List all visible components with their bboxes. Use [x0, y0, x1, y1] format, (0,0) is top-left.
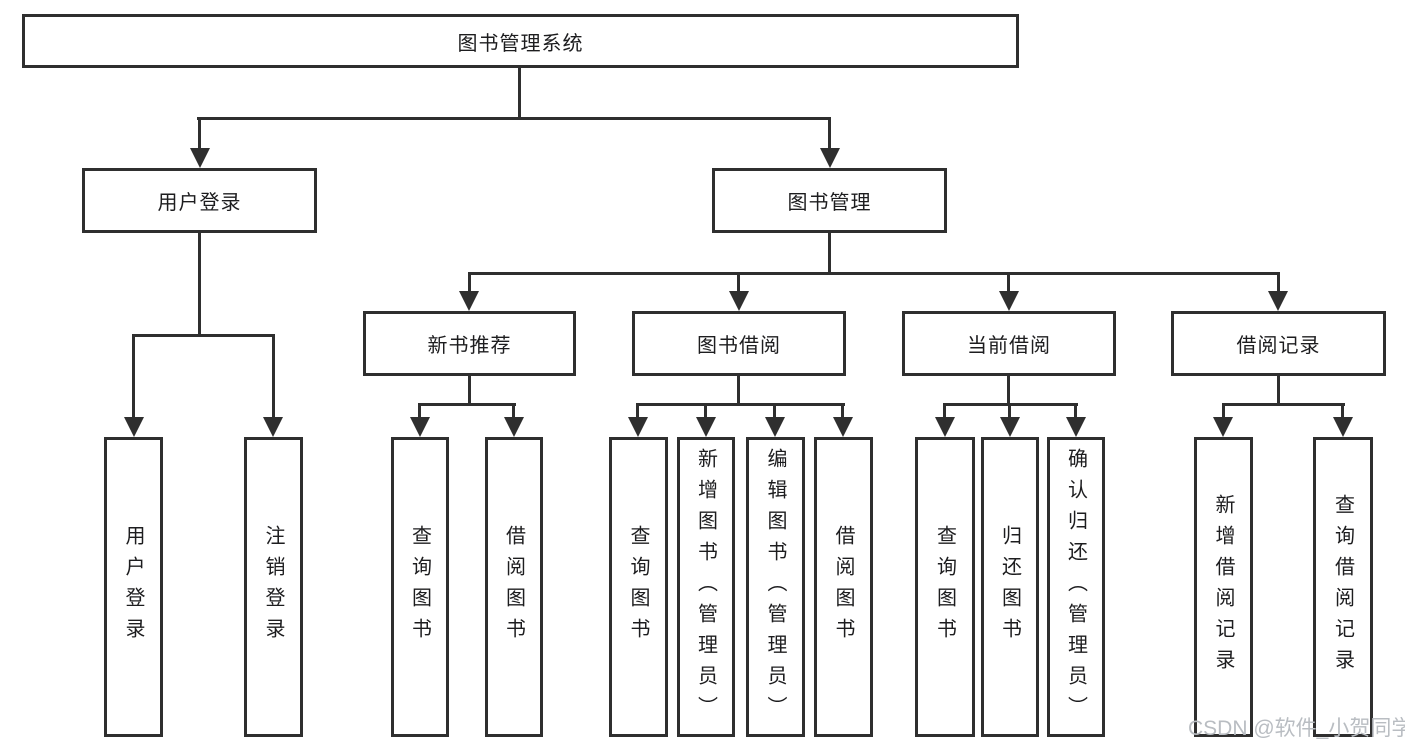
leaf-confirm-return-admin: 确认归还（管理员） — [1047, 437, 1105, 737]
connector-new-book-branch — [418, 403, 516, 406]
connector-drop-book-management — [828, 117, 831, 149]
arrow-down-icon — [410, 417, 430, 437]
connector-drop-leaf — [841, 403, 844, 418]
connector-drop-leaf — [704, 403, 707, 418]
leaf-search-books: 查询图书 — [915, 437, 975, 737]
arrow-down-icon — [999, 291, 1019, 311]
leaf-search-books: 查询图书 — [609, 437, 668, 737]
connector-drop-level3 — [737, 272, 740, 292]
leaf-user-login: 用户登录 — [104, 437, 163, 737]
leaf-add-books-admin: 新增图书（管理员） — [677, 437, 735, 737]
connector-drop-user-login — [198, 117, 201, 149]
watermark-csdn: CSDN @软件_小贺同学 — [1188, 717, 1405, 740]
arrow-down-icon — [190, 148, 210, 168]
connector-user-login-branch — [132, 334, 274, 337]
connector-drop-level3 — [1007, 272, 1010, 292]
connector-drop-level3 — [1277, 272, 1280, 292]
arrow-down-icon — [628, 417, 648, 437]
leaf-logout: 注销登录 — [244, 437, 303, 737]
connector-drop-leaf — [773, 403, 776, 418]
connector-book-borrow-stem — [737, 376, 740, 405]
arrow-down-icon — [263, 417, 283, 437]
leaf-add-borrow-record: 新增借阅记录 — [1194, 437, 1253, 737]
connector-records-branch — [1222, 403, 1345, 406]
node-user-login: 用户登录 — [82, 168, 317, 233]
arrow-down-icon — [1333, 417, 1353, 437]
connector-drop-leaf — [1341, 403, 1344, 418]
leaf-borrow-books: 借阅图书 — [814, 437, 873, 737]
connector-user-login-stem — [198, 233, 201, 336]
arrow-down-icon — [696, 417, 716, 437]
arrow-down-icon — [504, 417, 524, 437]
arrow-down-icon — [1268, 291, 1288, 311]
connector-drop-leaf — [272, 334, 275, 418]
connector-drop-leaf — [1222, 403, 1225, 418]
leaf-search-borrow-record: 查询借阅记录 — [1313, 437, 1373, 737]
connector-current-borrow-stem — [1007, 376, 1010, 405]
leaf-return-books: 归还图书 — [981, 437, 1039, 737]
node-current-borrowing: 当前借阅 — [902, 311, 1116, 376]
connector-new-book-stem — [468, 376, 471, 405]
connector-drop-leaf — [1008, 403, 1011, 418]
connector-drop-leaf — [1074, 403, 1077, 418]
connector-records-stem — [1277, 376, 1280, 405]
connector-drop-leaf — [132, 334, 135, 418]
arrow-down-icon — [124, 417, 144, 437]
connector-book-borrow-branch — [636, 403, 845, 406]
connector-root-stem — [518, 68, 521, 118]
node-borrowing-records: 借阅记录 — [1171, 311, 1386, 376]
connector-root-branch — [197, 117, 831, 120]
arrow-down-icon — [459, 291, 479, 311]
leaf-borrow-books: 借阅图书 — [485, 437, 543, 737]
node-book-management: 图书管理 — [712, 168, 947, 233]
arrow-down-icon — [765, 417, 785, 437]
arrow-down-icon — [1066, 417, 1086, 437]
connector-drop-leaf — [512, 403, 515, 418]
connector-drop-leaf — [636, 403, 639, 418]
connector-drop-leaf — [418, 403, 421, 418]
arrow-down-icon — [729, 291, 749, 311]
node-book-borrowing: 图书借阅 — [632, 311, 846, 376]
arrow-down-icon — [935, 417, 955, 437]
leaf-search-books: 查询图书 — [391, 437, 449, 737]
connector-book-management-branch — [468, 272, 1279, 275]
arrow-down-icon — [1000, 417, 1020, 437]
connector-drop-level3 — [468, 272, 471, 292]
arrow-down-icon — [833, 417, 853, 437]
arrow-down-icon — [1213, 417, 1233, 437]
connector-book-management-stem — [828, 233, 831, 274]
node-library-management-system: 图书管理系统 — [22, 14, 1019, 68]
leaf-edit-books-admin: 编辑图书（管理员） — [746, 437, 805, 737]
arrow-down-icon — [820, 148, 840, 168]
connector-drop-leaf — [943, 403, 946, 418]
node-new-book-recommendation: 新书推荐 — [363, 311, 576, 376]
